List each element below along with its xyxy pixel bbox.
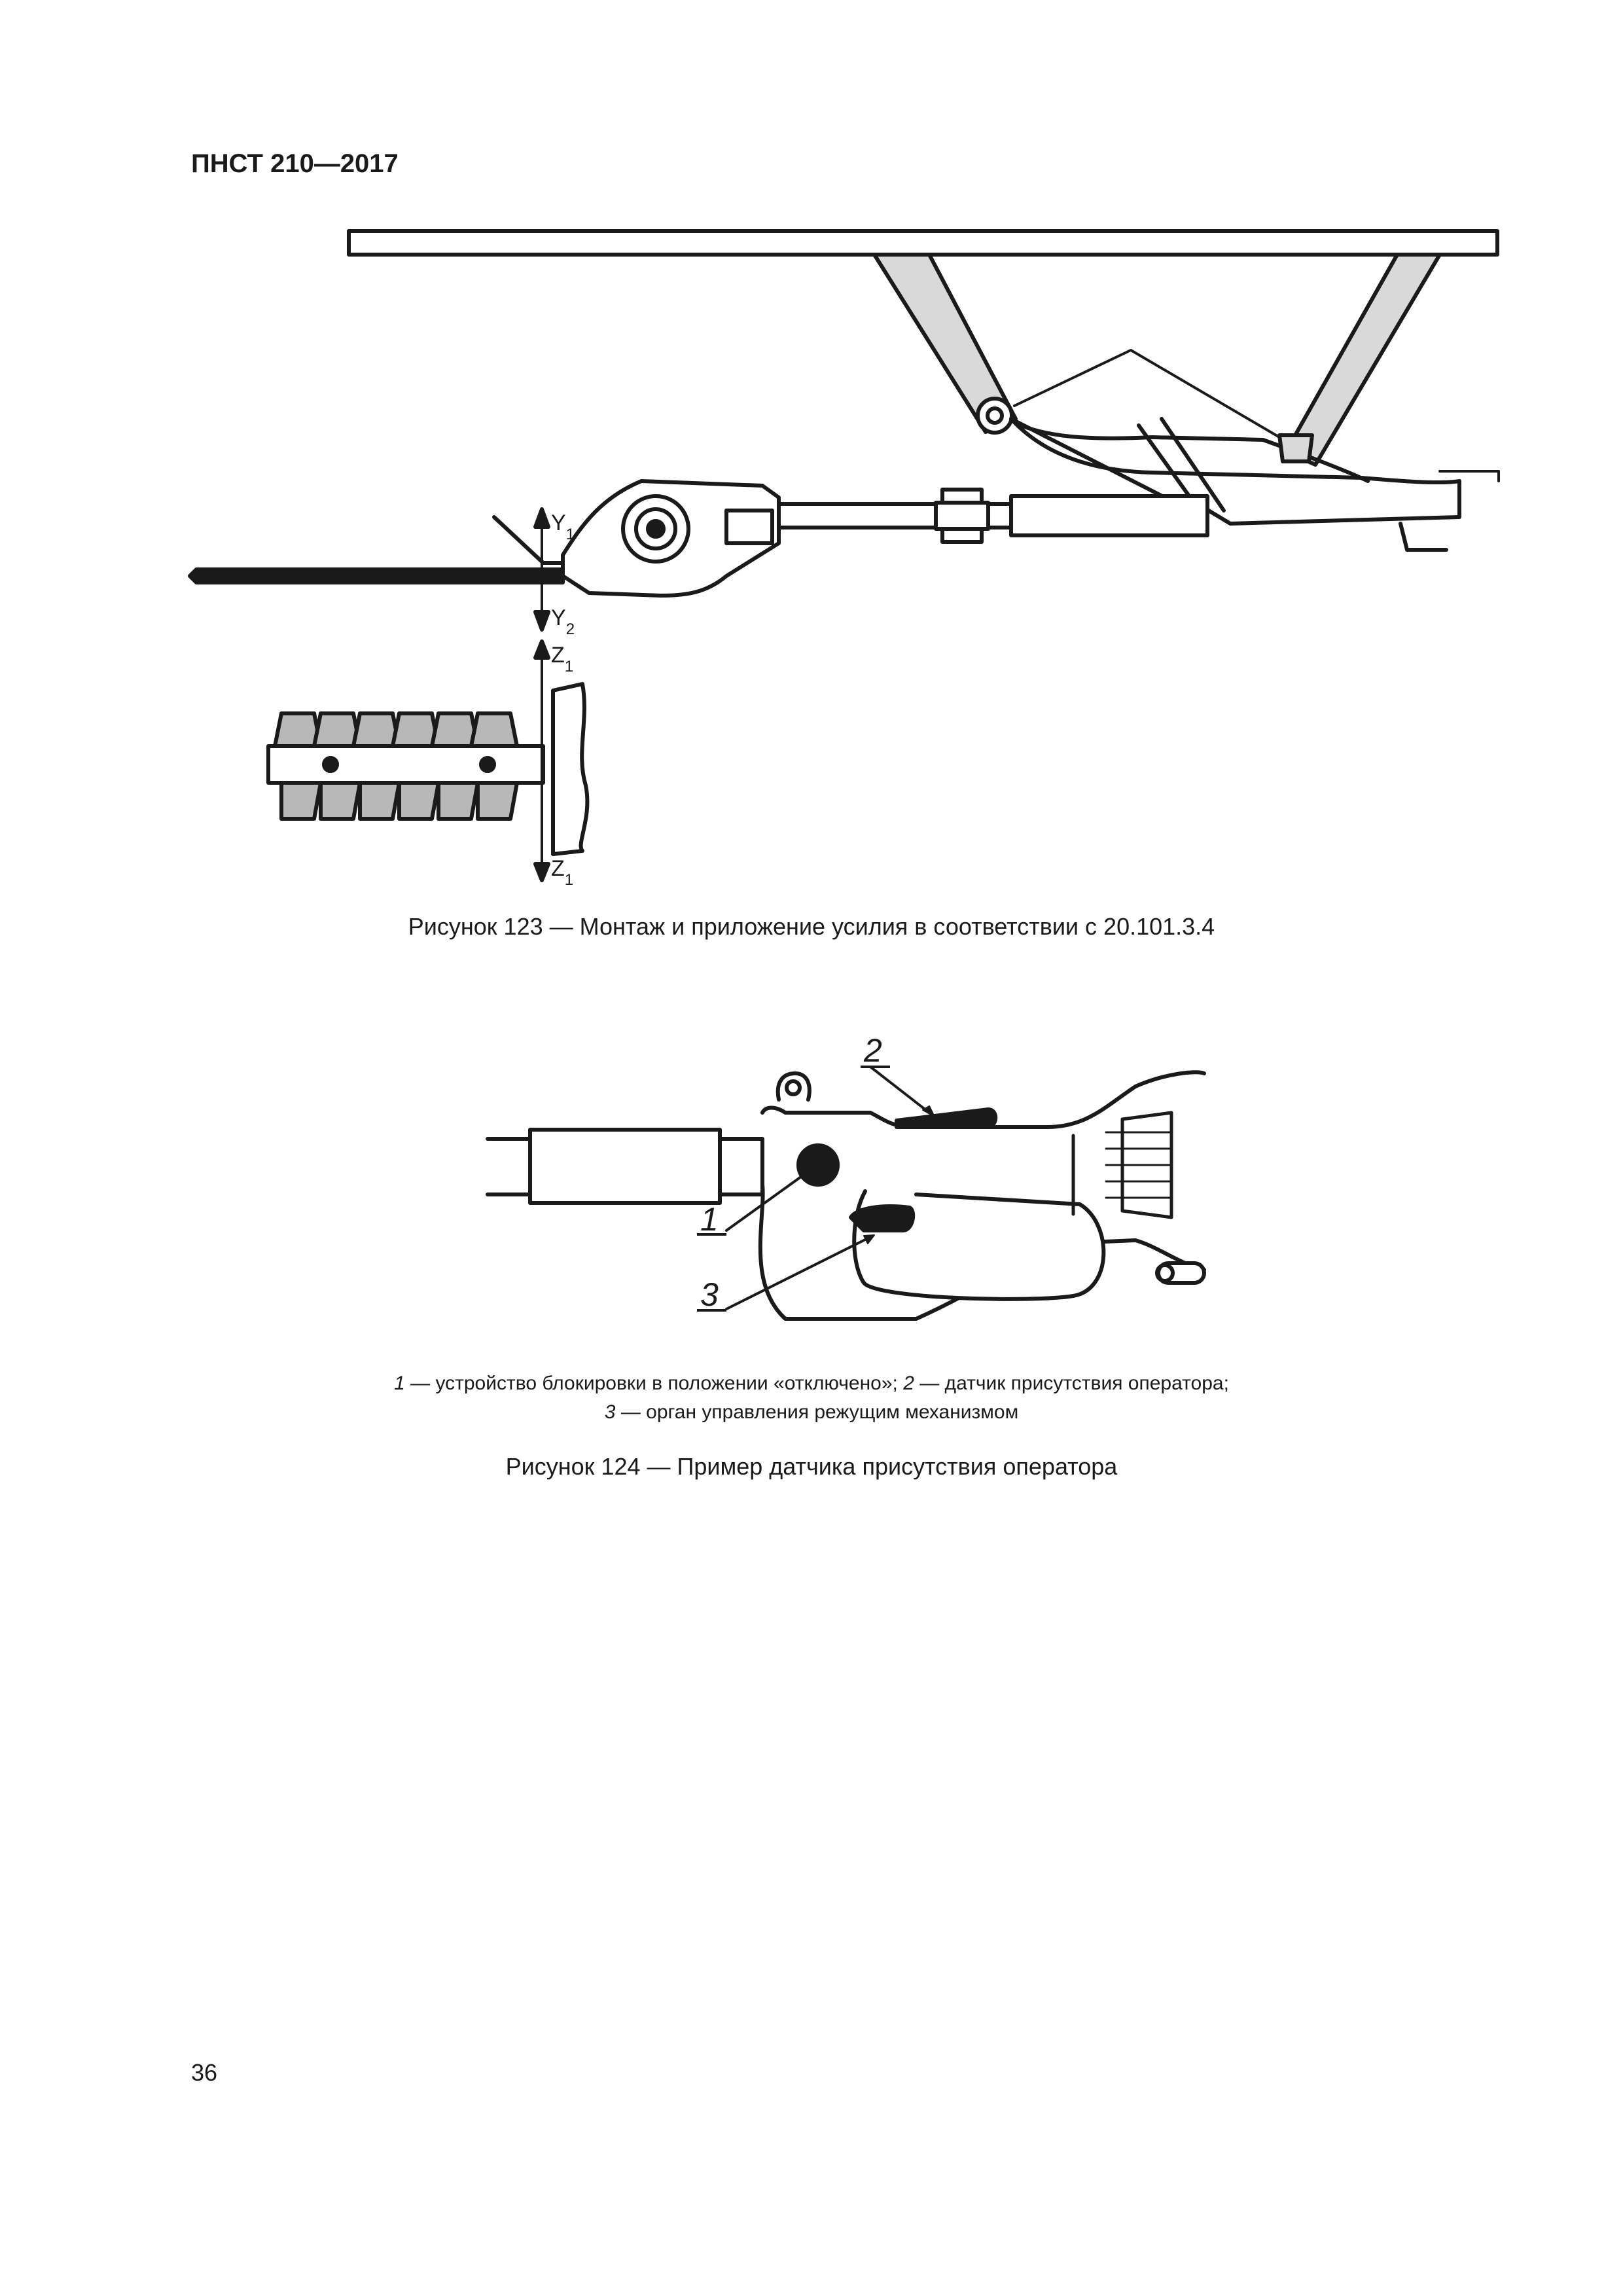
rear-grip-hatching	[1071, 1111, 1173, 1219]
support-beam	[347, 229, 1499, 257]
leader-line-3	[725, 1236, 872, 1310]
handle-shaft	[486, 1137, 532, 1196]
legend-num-2: 2	[903, 1372, 914, 1394]
axis-label-y1: Y	[551, 511, 566, 535]
blade-teeth	[273, 711, 519, 821]
svg-text:Y1: Y1	[551, 511, 575, 543]
figure-123-caption: Рисунок 123 — Монтаж и приложение усилия…	[408, 913, 1215, 940]
legend-text-2: — датчик присутствия оператора;	[914, 1372, 1229, 1394]
axis-label-z1-bottom-sub: 1	[565, 871, 573, 889]
axis-label-y2-sub: 2	[566, 620, 575, 638]
svg-text:Y2: Y2	[551, 605, 575, 638]
pointer-lines	[1013, 349, 1281, 439]
cutter-blade	[188, 567, 565, 584]
figure-124-legend: 1 — устройство блокировки в положении «о…	[0, 1369, 1623, 1427]
svg-text:Z1: Z1	[551, 643, 573, 675]
axis-label-z1-top-sub: 1	[565, 658, 573, 675]
left-strut	[872, 253, 1018, 434]
callout-1: 1	[700, 1201, 719, 1238]
lock-button	[796, 1143, 840, 1187]
svg-text:Z1: Z1	[551, 856, 573, 889]
axis-label-y1-sub: 1	[566, 526, 575, 543]
legend-text-1: — устройство блокировки в положении «отк…	[404, 1372, 904, 1394]
right-strut	[1284, 253, 1442, 467]
strut-clamp	[1277, 433, 1314, 463]
legend-line-2: 3 — орган управления режущим механизмом	[0, 1398, 1623, 1427]
leader-line-2	[869, 1066, 931, 1114]
figure-123-drawing: Y1 Y2 Z1 Z1	[188, 229, 1500, 889]
callout-2: 2	[863, 1032, 882, 1069]
presence-sensor	[895, 1107, 998, 1129]
mounting-plate	[551, 682, 590, 856]
document-code-header: ПНСТ 210—2017	[191, 149, 399, 178]
legend-num-1: 1	[394, 1372, 405, 1394]
trigger-opening	[852, 1189, 1106, 1301]
page-number: 36	[191, 2059, 218, 2086]
figure-124-caption: Рисунок 124 — Пример датчика присутствия…	[505, 1453, 1118, 1480]
legend-text-3: — орган управления режущим механизмом	[615, 1401, 1019, 1423]
axis-label-z1-top: Z	[551, 643, 565, 668]
axis-label-z1-bottom: Z	[551, 856, 565, 881]
leader-line-1	[725, 1170, 810, 1232]
callout-3: 3	[700, 1276, 719, 1313]
cutting-trigger	[849, 1204, 916, 1232]
legend-line-1: 1 — устройство блокировки в положении «о…	[0, 1369, 1623, 1398]
blade-front-view	[266, 744, 545, 785]
axis-label-y2: Y	[551, 605, 566, 630]
figure-124-drawing: 1 2 3	[486, 1032, 1206, 1321]
legend-num-3: 3	[604, 1401, 616, 1423]
